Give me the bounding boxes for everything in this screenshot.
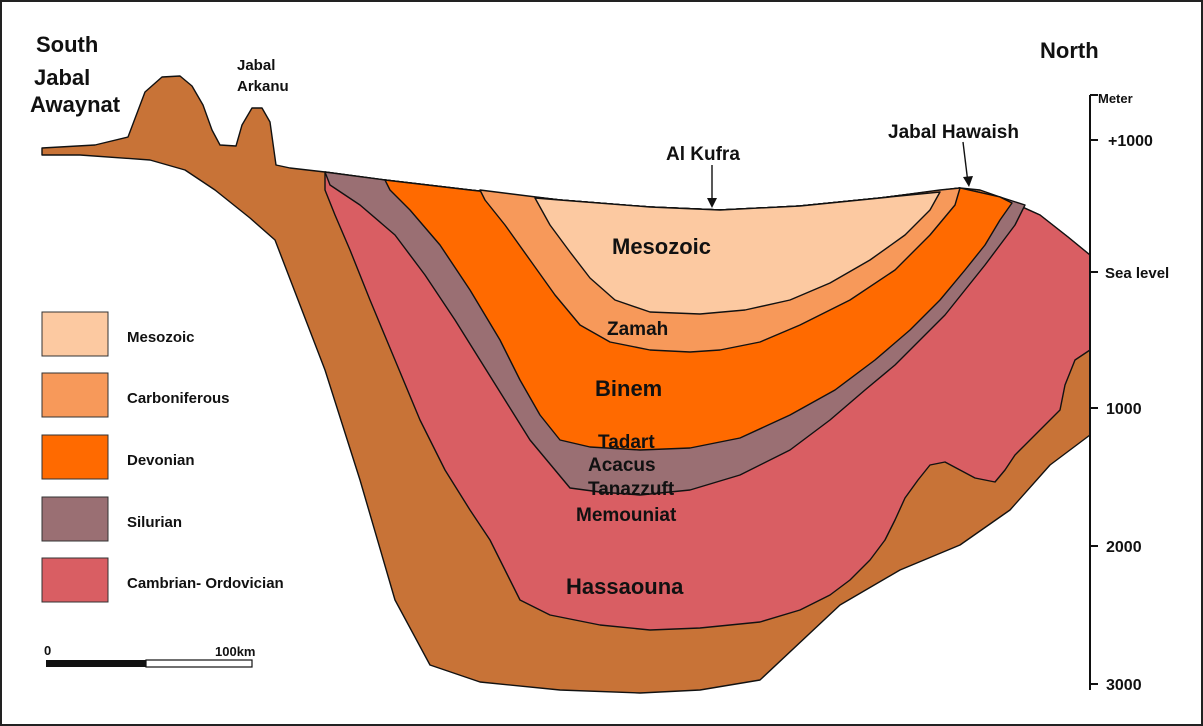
jabal-awaynat-label-2: Awaynat bbox=[30, 92, 121, 117]
jabal-arkanu-label-2: Arkanu bbox=[237, 78, 289, 95]
formation-memouniat-label: Memouniat bbox=[576, 505, 677, 526]
depth-scale-title: Meter bbox=[1098, 91, 1133, 106]
legend: Mesozoic Carboniferous Devonian Silurian… bbox=[42, 312, 284, 602]
scale-bar-black-segment bbox=[46, 660, 146, 667]
legend-swatch-silurian bbox=[42, 497, 108, 541]
scale-bar-white-segment bbox=[146, 660, 252, 667]
al-kufra-arrowhead bbox=[707, 198, 717, 208]
north-label: North bbox=[1040, 38, 1099, 63]
south-label: South bbox=[36, 32, 98, 57]
formation-hassaouna-label: Hassaouna bbox=[566, 574, 684, 599]
depth-label-3000: 3000 bbox=[1106, 677, 1142, 694]
formation-acacus-label: Acacus bbox=[588, 455, 656, 476]
scale-bar-start-label: 0 bbox=[44, 643, 51, 658]
scale-bar-end-label: 100km bbox=[215, 644, 255, 659]
formation-tanazzuft-label: Tanazzuft bbox=[588, 479, 675, 500]
jabal-hawaish-label: Jabal Hawaish bbox=[888, 122, 1019, 143]
jabal-hawaish-arrowhead bbox=[963, 176, 973, 187]
legend-label-devonian: Devonian bbox=[127, 452, 195, 469]
legend-swatch-devonian bbox=[42, 435, 108, 479]
depth-label-plus-1000: +1000 bbox=[1108, 133, 1153, 150]
legend-swatch-mesozoic bbox=[42, 312, 108, 356]
depth-label-sea-level: Sea level bbox=[1105, 265, 1169, 282]
al-kufra-label: Al Kufra bbox=[666, 144, 740, 165]
jabal-awaynat-label-1: Jabal bbox=[34, 65, 90, 90]
formation-tadart-label: Tadart bbox=[598, 432, 655, 453]
legend-label-mesozoic: Mesozoic bbox=[127, 329, 195, 346]
jabal-arkanu-label-1: Jabal bbox=[237, 57, 275, 74]
legend-label-carboniferous: Carboniferous bbox=[127, 390, 230, 407]
depth-scale: Meter +1000 Sea level 1000 2000 3000 bbox=[1090, 91, 1169, 694]
legend-label-cambrian-ordovician: Cambrian- Ordovician bbox=[127, 575, 284, 592]
legend-label-silurian: Silurian bbox=[127, 514, 182, 531]
depth-label-2000: 2000 bbox=[1106, 539, 1142, 556]
legend-swatch-carboniferous bbox=[42, 373, 108, 417]
scale-bar: 0 100km bbox=[44, 643, 255, 667]
formation-zamah-label: Zamah bbox=[607, 319, 668, 340]
formation-mesozoic-label: Mesozoic bbox=[612, 234, 711, 259]
formation-binem-label: Binem bbox=[595, 376, 662, 401]
depth-label-1000: 1000 bbox=[1106, 401, 1142, 418]
legend-swatch-cambrian-ordovician bbox=[42, 558, 108, 602]
